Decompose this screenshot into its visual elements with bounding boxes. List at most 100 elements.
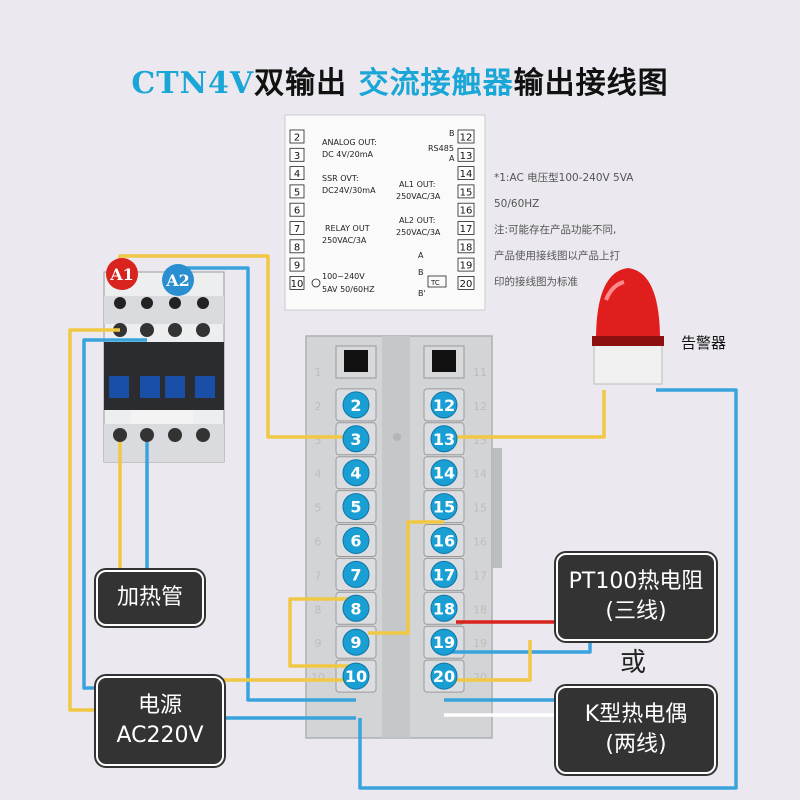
terminal-circle — [342, 459, 370, 487]
faded-terminal-number: 4 — [315, 468, 322, 481]
schematic-terminal-box — [457, 147, 475, 162]
terminal-number: 6 — [350, 532, 361, 551]
title-part2: 双输出 — [254, 66, 359, 101]
schematic-terminal-number: 19 — [460, 261, 473, 272]
terminal-circle — [430, 527, 458, 554]
faded-terminal-number: 9 — [315, 637, 322, 650]
schematic-terminal-box — [289, 221, 305, 235]
a1-badge: A1 — [106, 258, 138, 290]
schematic-terminal-box — [457, 257, 475, 272]
terminal-number: 16 — [433, 532, 455, 551]
schematic-terminal-number: 10 — [291, 279, 304, 290]
schematic-terminal-number: 16 — [460, 206, 473, 217]
terminal-number: 7 — [350, 565, 361, 584]
schematic-terminal-number: 20 — [460, 279, 473, 290]
schematic-terminal-number: 9 — [294, 261, 300, 272]
schematic-terminal-number: 3 — [294, 151, 300, 162]
terminal-circle — [430, 628, 458, 656]
terminal-circle — [430, 560, 458, 588]
faded-terminal-number: 10 — [311, 671, 325, 684]
notes: *1:AC 电压型100-240V 5VA 50/60HZ 注:可能存在产品功能… — [494, 165, 633, 295]
heater-box: 加热管 — [96, 570, 204, 626]
k-thermocouple-box: K型热电偶 (两线) — [556, 686, 716, 774]
schematic-terminal-box — [289, 147, 305, 162]
faded-terminal-number: 7 — [315, 569, 322, 582]
terminal-number: 20 — [433, 667, 455, 686]
wire — [358, 388, 738, 790]
or-label: 或 — [620, 648, 647, 678]
al1-spec-label: 250VAC/3A — [396, 192, 441, 201]
terminal-circle — [342, 662, 370, 690]
power-label-line1: 电源 — [137, 693, 182, 719]
rs485-a-label: A — [449, 154, 455, 163]
schematic-terminal-box — [289, 166, 305, 181]
terminal-number: 17 — [433, 565, 455, 584]
terminal-number: 13 — [433, 430, 455, 449]
faded-terminal-number: 1 — [315, 366, 322, 379]
faded-terminal-number: 14 — [473, 468, 487, 481]
faded-terminal-number: 11 — [473, 366, 487, 379]
schematic-terminal-box — [457, 202, 475, 217]
sensor-b-label: B — [418, 268, 424, 277]
wire — [68, 328, 120, 712]
note-line: *1:AC 电压型100-240V 5VA — [494, 172, 634, 184]
note-line: 注:可能存在产品功能不同, — [494, 224, 617, 236]
schematic-terminal-number: 4 — [294, 169, 300, 180]
relay-out-label: RELAY OUT — [325, 224, 370, 233]
terminal-number: 2 — [350, 396, 361, 415]
faded-terminal-number: 8 — [315, 603, 322, 616]
terminal-circle — [342, 493, 370, 521]
schematic-terminal-number: 5 — [294, 187, 300, 198]
faded-terminal-number: 6 — [315, 536, 322, 549]
schematic-terminal-box — [289, 275, 305, 290]
faded-terminal-number: 16 — [473, 536, 487, 549]
schematic-terminal-number: 13 — [460, 151, 473, 162]
terminal-circle — [430, 493, 458, 521]
page-title: CTN4V双输出 交流接触器输出接线图 — [0, 58, 800, 102]
schematic-terminal-number: 17 — [460, 224, 473, 235]
al1-out-label: AL1 OUT: — [399, 180, 435, 189]
analog-spec-label: DC 4V/20mA — [322, 150, 374, 159]
tc-symbol — [427, 275, 447, 288]
contactor — [103, 271, 225, 463]
terminal-number: 5 — [350, 498, 361, 517]
faded-terminal-number: 12 — [473, 400, 487, 413]
terminal-number: 18 — [433, 599, 455, 618]
faded-terminal-number: 18 — [473, 603, 487, 616]
schematic-terminal-box — [289, 202, 305, 217]
power-label-line2: AC220V — [116, 723, 204, 748]
terminal-number: 19 — [433, 633, 455, 652]
analog-out-label: ANALOG OUT: — [322, 138, 377, 147]
schematic-terminal-box — [457, 221, 475, 235]
terminal-number: 9 — [350, 633, 361, 652]
a2-badge: A2 — [162, 264, 194, 296]
schematic-terminal-box — [457, 166, 475, 181]
note-line: 50/60HZ — [494, 198, 540, 210]
pt100-line1: PT100热电阻 — [568, 569, 704, 595]
terminal-circle — [342, 560, 370, 588]
schematic-terminal-number: 14 — [460, 169, 473, 180]
terminal-number: 8 — [350, 599, 361, 618]
schematic-terminal-number: 12 — [460, 133, 473, 144]
alarm-label: 告警器 — [681, 334, 727, 352]
schematic-terminal-box — [457, 239, 475, 254]
title-part4: 输出接线图 — [513, 66, 669, 101]
faded-terminal-number: 19 — [473, 637, 487, 650]
schematic-terminal-box — [457, 275, 475, 290]
relay-spec-label: 250VAC/3A — [322, 236, 367, 245]
rs485-label: RS485 — [428, 144, 454, 153]
schematic-terminal-box — [457, 184, 475, 199]
schematic-terminal-box — [289, 129, 305, 144]
schematic-terminal-box — [289, 239, 305, 254]
faded-terminal-number: 20 — [473, 671, 487, 684]
rs485-b-label: B — [449, 129, 455, 138]
terminal-number: 4 — [350, 464, 361, 483]
terminal-number: 10 — [345, 667, 367, 686]
terminal-number: 14 — [433, 464, 455, 483]
power-spec1-label: 100~240V — [322, 272, 365, 281]
title-part3: 交流接触器 — [358, 66, 514, 101]
